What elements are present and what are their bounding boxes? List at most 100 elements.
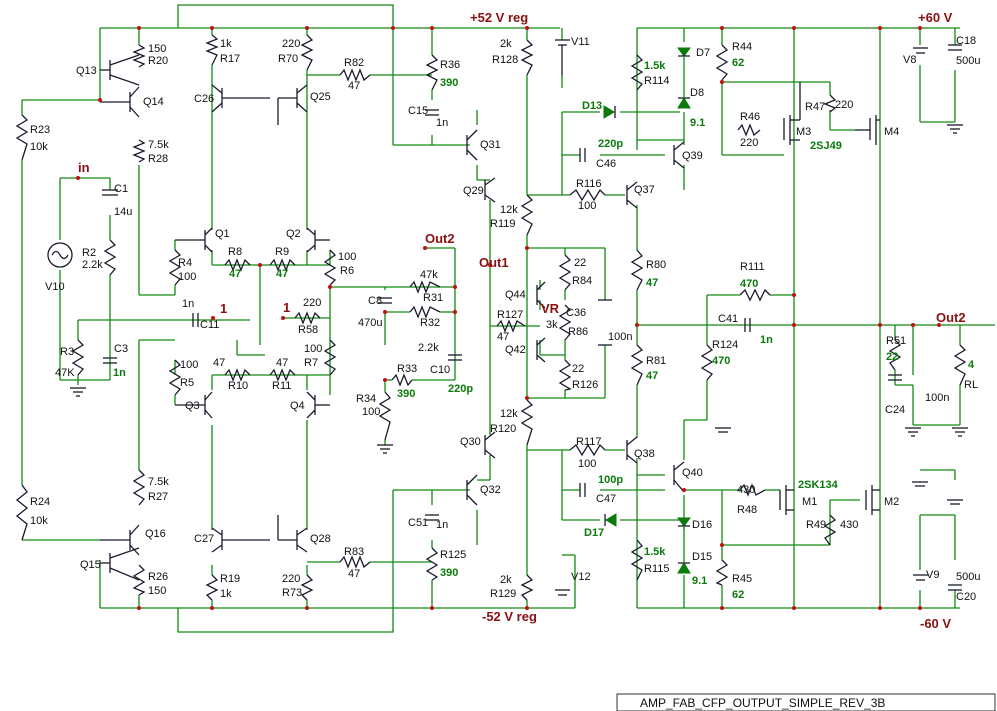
- label-r125: R125: [440, 549, 466, 561]
- junction-dots: [76, 26, 941, 610]
- label-r128: R128: [492, 54, 518, 66]
- net-vr: VR: [541, 301, 560, 316]
- label-c8: C8: [368, 295, 382, 307]
- value-r20: 150: [148, 43, 166, 55]
- label-r36: R36: [440, 59, 460, 71]
- label-r119: R119: [490, 218, 515, 230]
- value-c1: 14u: [114, 206, 132, 218]
- value-c18: 500u: [956, 55, 980, 67]
- value-r46: 220: [740, 137, 758, 149]
- label-q28: Q28: [310, 533, 331, 545]
- value-r47: 220: [835, 99, 853, 111]
- label-q44: Q44: [505, 289, 526, 301]
- label-r73: R73: [282, 587, 302, 599]
- label-d16: D16: [692, 519, 712, 531]
- label-r80: R80: [646, 259, 666, 271]
- label-c18: C18: [956, 35, 976, 47]
- label-c10: C10: [430, 364, 450, 376]
- value-r23: 10k: [30, 141, 48, 153]
- value-r19: 1k: [220, 588, 232, 600]
- title-block: AMP_FAB_CFP_OUTPUT_SIMPLE_REV_3B: [616, 693, 996, 711]
- value-r31: 47k: [420, 269, 438, 281]
- rail-neg52-label: -52 V reg: [482, 609, 537, 624]
- label-r7: R7: [304, 357, 318, 369]
- title-block-text: AMP_FAB_CFP_OUTPUT_SIMPLE_REV_3B: [640, 696, 885, 710]
- value-c51: 1n: [436, 519, 448, 531]
- label-q4: Q4: [290, 400, 305, 412]
- label-r116: R116: [576, 178, 601, 190]
- grounds: [70, 124, 968, 505]
- value-r73: 220: [282, 573, 300, 585]
- label-r51: R51: [886, 335, 906, 347]
- label-r114: R114: [644, 75, 669, 87]
- component-labels: Q13 150 R20 Q14 7.5k R28 R23 10k 1k R17 …: [30, 35, 980, 603]
- label-c24: C24: [885, 404, 905, 416]
- value-r119: 12k: [500, 204, 518, 216]
- net-in: in: [78, 160, 90, 175]
- value-c15: 1n: [436, 117, 448, 129]
- label-r84: R84: [572, 275, 592, 287]
- value-r83: 47: [348, 568, 360, 580]
- label-q13: Q13: [76, 65, 97, 77]
- label-q39: Q39: [682, 150, 703, 162]
- label-m4: M4: [884, 126, 899, 138]
- value-c47: 100p: [598, 474, 623, 486]
- label-r28: R28: [148, 153, 168, 165]
- value-r7: 100: [304, 343, 322, 355]
- value-c24: 100n: [925, 392, 949, 404]
- label-c47: C47: [596, 493, 616, 505]
- label-r127: R127: [497, 309, 523, 321]
- value-r26: 150: [148, 585, 166, 597]
- rail-neg60-label: -60 V: [920, 616, 951, 631]
- net-out2-right: Out2: [936, 310, 966, 325]
- label-r17: R17: [220, 53, 240, 65]
- label-r120: R120: [490, 423, 516, 435]
- label-r47: R47: [805, 101, 825, 113]
- value-r44: 62: [732, 57, 744, 69]
- label-c20: C20: [956, 591, 976, 603]
- label-d13: D13: [582, 100, 602, 112]
- label-r44: R44: [732, 41, 752, 53]
- label-c27: C27: [194, 533, 214, 545]
- value-m3: 2SJ49: [810, 140, 842, 152]
- label-v11: V11: [571, 36, 590, 48]
- label-q38: Q38: [634, 448, 655, 460]
- value-r84: 22: [574, 257, 586, 269]
- label-r20: R20: [148, 55, 168, 67]
- value-r124: 470: [712, 355, 730, 367]
- label-r34: R34: [356, 393, 376, 405]
- value-r36: 390: [440, 77, 458, 89]
- label-r3: R3: [60, 346, 74, 358]
- label-rl: RL: [964, 379, 978, 391]
- value-r8: 47: [229, 268, 241, 280]
- label-r49: R49: [806, 519, 826, 531]
- value-r2: 2.2k: [82, 259, 103, 271]
- value-r86: 3k: [546, 319, 558, 331]
- value-r82: 47: [348, 80, 360, 92]
- label-r9: R9: [275, 246, 289, 258]
- value-r5: 100: [180, 359, 198, 371]
- value-r80: 47: [646, 277, 658, 289]
- label-r27: R27: [148, 491, 168, 503]
- sources: [47, 39, 928, 596]
- value-d8: 9.1: [690, 117, 705, 129]
- value-c11: 1n: [182, 298, 194, 310]
- label-r124: R124: [712, 339, 738, 351]
- label-d17: D17: [584, 527, 604, 539]
- label-m3: M3: [796, 126, 811, 138]
- value-c8: 470u: [358, 317, 382, 329]
- label-r81: R81: [646, 355, 666, 367]
- label-r111: R111: [740, 261, 765, 273]
- value-r127: 47: [497, 331, 509, 343]
- value-c46: 220p: [598, 138, 623, 150]
- value-r126: 22: [572, 363, 584, 375]
- label-q3: Q3: [185, 400, 200, 412]
- label-q30: Q30: [460, 436, 481, 448]
- label-r48: R48: [737, 504, 757, 516]
- label-q29: Q29: [463, 185, 484, 197]
- net-labels: in Out2 Out1 Out2 1 1 VR: [78, 160, 966, 325]
- label-v9: V9: [926, 569, 939, 581]
- label-r115: R115: [644, 563, 669, 575]
- value-r115: 1.5k: [644, 546, 666, 558]
